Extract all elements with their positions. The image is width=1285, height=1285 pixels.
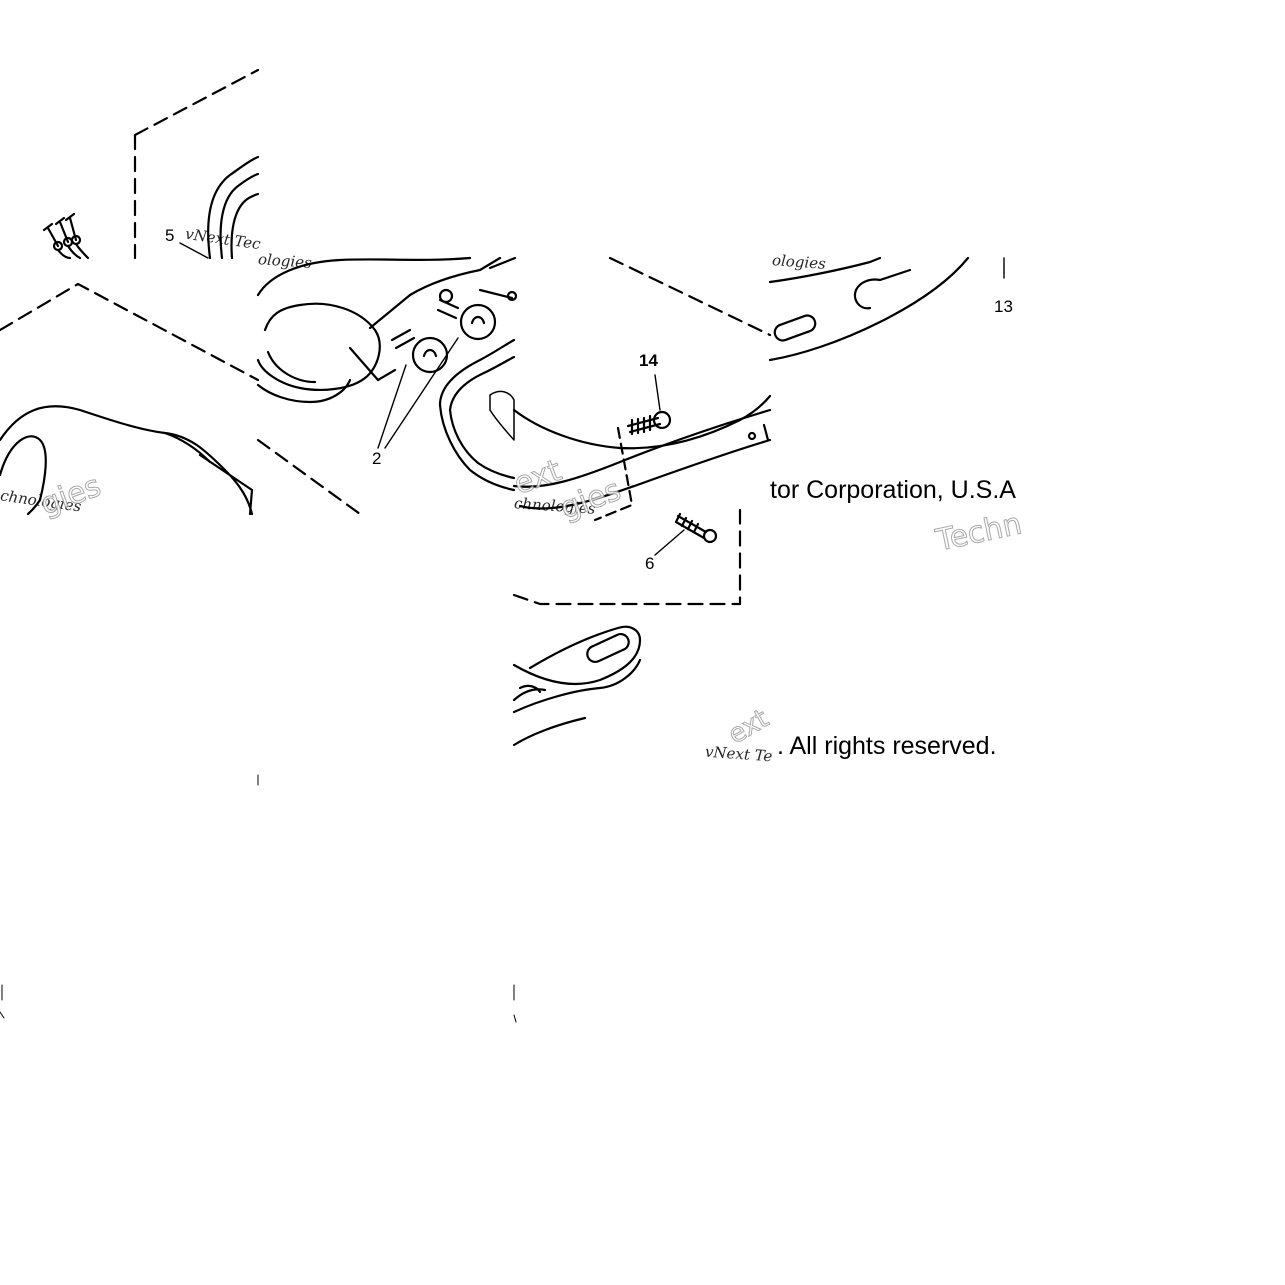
copyright-rights: . All rights reserved. bbox=[777, 732, 997, 760]
callout-13: 13 bbox=[994, 297, 1013, 316]
bulb-a bbox=[390, 328, 449, 374]
watermark-brand-e: ologies bbox=[771, 251, 827, 273]
copyright-corporation: tor Corporation, U.S.A bbox=[770, 476, 1016, 504]
callout-14: 14 bbox=[639, 351, 658, 370]
lens-housing bbox=[0, 282, 260, 516]
callout-2: 2 bbox=[372, 449, 382, 468]
screw-14 bbox=[626, 374, 672, 436]
tail-light-housing-top bbox=[133, 68, 260, 260]
lamp-body bbox=[256, 338, 516, 516]
seam-mark-d bbox=[0, 1011, 5, 1019]
screw-6 bbox=[654, 512, 718, 556]
tail-lens bbox=[512, 256, 772, 510]
assembly-boundary bbox=[512, 508, 742, 606]
seam-mark-e bbox=[513, 1014, 517, 1023]
callout-leader-2a bbox=[377, 364, 407, 449]
bracket-13 bbox=[768, 256, 1005, 362]
callout-leader-2b bbox=[384, 337, 459, 449]
watermark-brand-f: ologies bbox=[257, 250, 313, 272]
callout-6: 6 bbox=[645, 554, 655, 573]
callout-5: 5 bbox=[165, 226, 175, 245]
screw-group-outline bbox=[593, 426, 634, 522]
reflector-and-bulbs bbox=[256, 256, 518, 404]
license-bracket bbox=[512, 625, 642, 747]
wire-connector bbox=[42, 212, 90, 260]
callout-leader-5 bbox=[179, 242, 209, 259]
bulb-b bbox=[436, 288, 497, 341]
